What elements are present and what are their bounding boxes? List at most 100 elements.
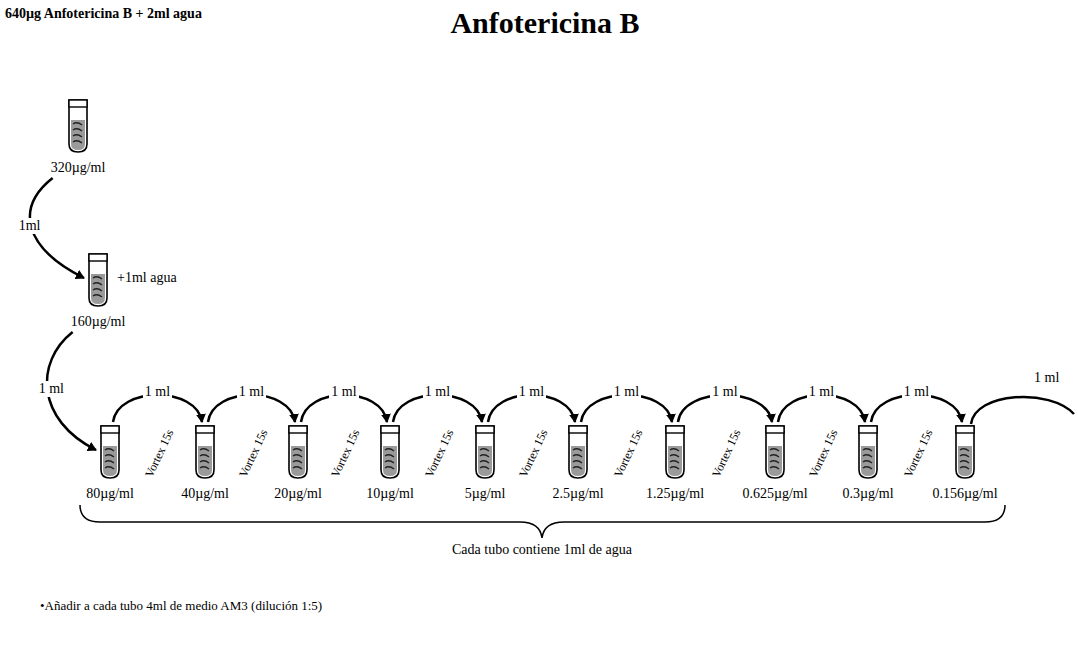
tube-cap [69,100,87,107]
edge-label: 1 ml [710,384,739,400]
test-tube [194,424,216,480]
edge-label: 1 ml [902,384,931,400]
tube-liquid [768,446,782,476]
concentration-label: 2.5µg/ml [552,486,603,502]
curly-bracket [80,505,1005,538]
liquid-shade [105,449,114,451]
liquid-shade [480,455,489,457]
edge-label: 1ml [17,218,43,234]
liquid-shade [670,455,679,457]
liquid-shade [73,129,82,131]
concentration-label: 320µg/ml [51,160,106,176]
concentration-label: 5µg/ml [465,486,506,502]
test-tube [379,424,401,480]
liquid-shade [960,461,969,463]
tube-node: +1ml agua160µg/ml [71,252,126,330]
tube-outline [289,426,307,478]
liquid-shade [863,449,872,451]
liquid-shade [573,467,582,469]
test-tube [567,424,589,480]
test-tube [664,424,686,480]
vortex-step: Vortex 15s [516,427,551,480]
vortex-step: Vortex 15s [709,427,744,480]
liquid-shade [385,467,394,469]
vortex-step: Vortex 15s [422,427,457,480]
liquid-shade [480,467,489,469]
edge-label: 1 ml [329,384,358,400]
liquid-shade [960,467,969,469]
tube-outline [666,426,684,478]
tube-node: 20µg/ml [274,424,322,502]
tube-liquid [668,446,682,476]
tube-outline [69,100,87,152]
liquid-shade [293,449,302,451]
tube-liquid [198,446,212,476]
liquid-shade [960,455,969,457]
tube-outline [859,426,877,478]
vortex-step: Vortex 15s [611,427,646,480]
tube-cap [956,426,974,433]
test-tube [764,424,786,480]
tube-outline [89,254,107,306]
liquid-shade [573,455,582,457]
vortex-step: Vortex 15s [806,427,841,480]
tube-cap [89,254,107,261]
liquid-shade [960,449,969,451]
liquid-shade [385,455,394,457]
edge-label: 1 ml [423,384,452,400]
tube-outline [381,426,399,478]
tube-cap [196,426,214,433]
liquid-shade [770,467,779,469]
concentration-label: 160µg/ml [71,314,126,330]
liquid-shade [200,461,209,463]
liquid-shade [105,467,114,469]
tube-outline [101,426,119,478]
tube-cap [101,426,119,433]
tube-cap [381,426,399,433]
edge-label: 1 ml [517,384,546,400]
tube-liquid [958,446,972,476]
liquid-shade [93,277,102,279]
liquid-shade [293,467,302,469]
diagram-title: Anfotericina B [450,6,639,40]
liquid-shade [670,449,679,451]
edge-label: 1 ml [237,384,266,400]
tube-cap [289,426,307,433]
tube-liquid [291,446,305,476]
liquid-shade [863,455,872,457]
tube-node: 1.25µg/ml [646,424,704,502]
vortex-step: Vortex 15s [236,427,271,480]
liquid-shade [73,141,82,143]
liquid-shade [770,449,779,451]
liquid-shade [293,461,302,463]
vortex-step: Vortex 15s [142,427,177,480]
liquid-shade [670,467,679,469]
tube-node: 0.3µg/ml [842,424,893,502]
concentration-label: 0.625µg/ml [742,486,807,502]
test-tube [87,252,109,308]
liquid-shade [105,461,114,463]
concentration-label: 80µg/ml [86,486,134,502]
liquid-shade [770,455,779,457]
concentration-label: 0.3µg/ml [842,486,893,502]
liquid-shade [93,295,102,297]
test-tube [857,424,879,480]
edge-label: 1 ml [807,384,836,400]
test-tube [287,424,309,480]
liquid-shade [480,449,489,451]
tube-cap [859,426,877,433]
liquid-shade [73,135,82,137]
transfer-volume: 1 ml [1034,370,1059,386]
tube-liquid [861,446,875,476]
bracket-caption: Cada tubo contiene 1ml de agua [452,542,632,558]
tube-outline [196,426,214,478]
liquid-shade [385,449,394,451]
concentration-label: 1.25µg/ml [646,486,704,502]
tube-node: 2.5µg/ml [552,424,603,502]
added-volume: +1ml agua [117,270,177,286]
tube-node: 0.625µg/ml [742,424,807,502]
tube-liquid [71,120,85,150]
stock-preparation: 640µg Anfotericina B + 2ml agua [5,6,202,22]
liquid-shade [93,289,102,291]
